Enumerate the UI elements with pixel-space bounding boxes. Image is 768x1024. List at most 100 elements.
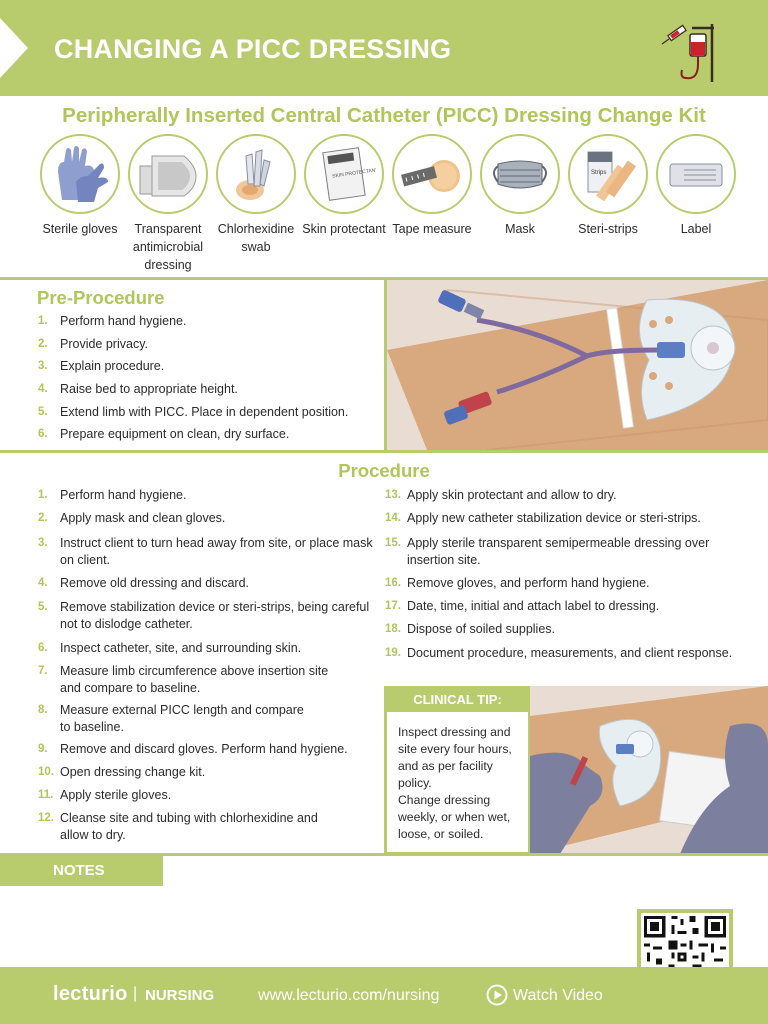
pre-procedure-title: Pre-Procedure bbox=[37, 287, 165, 308]
picc-catheter-icon bbox=[387, 280, 768, 450]
step-number: 1. bbox=[38, 315, 48, 327]
page-title: CHANGING A PICC DRESSING bbox=[54, 34, 452, 64]
list-item: 15.Apply sterile transparent semipermeab… bbox=[385, 535, 717, 569]
list-item: 16. Remove gloves, and perform hand hygie… bbox=[385, 575, 735, 592]
gloved-hands-icon bbox=[530, 686, 768, 854]
list-item: 5.Remove stabilization device or steri-s… bbox=[38, 599, 374, 633]
step-number: 4. bbox=[38, 577, 48, 589]
swab-icon bbox=[236, 149, 271, 200]
step-text: Open dressing change kit. bbox=[60, 765, 206, 779]
footer-url-link[interactable]: www.lecturio.com/nursing bbox=[258, 987, 440, 1004]
clinical-tip-text: Inspect dressing and site every four hou… bbox=[398, 724, 523, 843]
step-number: 15. bbox=[385, 537, 401, 549]
step-text: Remove old dressing and discard. bbox=[60, 576, 249, 590]
clinical-tip-text-1: Inspect dressing and site every four hou… bbox=[398, 725, 512, 790]
kit-item-sterile-gloves: Sterile gloves bbox=[36, 134, 124, 238]
list-item: 10.Open dressing change kit. bbox=[38, 764, 374, 781]
step-number: 3. bbox=[38, 360, 48, 373]
column-divider bbox=[384, 686, 387, 854]
list-item: 7. Measure limb circumference above inser… bbox=[38, 663, 330, 697]
step-text: Inspect catheter, site, and surrounding … bbox=[60, 641, 302, 655]
dressing-icon bbox=[139, 155, 197, 197]
step-number: 12. bbox=[38, 812, 54, 824]
list-item: 13. Apply skin protectant and allow to dr… bbox=[385, 487, 735, 504]
list-item: 4. Remove old dressing and discard. bbox=[38, 575, 374, 592]
step-text: Apply sterile gloves. bbox=[60, 788, 172, 802]
pre-procedure-list: 1. Perform hand hygiene. 2. Provide privac… bbox=[38, 313, 383, 449]
list-item: 1.Perform hand hygiene. bbox=[38, 487, 374, 504]
step-text: Perform hand hygiene. bbox=[60, 488, 187, 502]
step-number: 5. bbox=[38, 405, 48, 418]
dressing-change-illustration bbox=[530, 686, 768, 854]
step-number: 7. bbox=[38, 665, 48, 677]
kit-item-skin-protectant: SKIN PROTECTANT Skin protectant bbox=[300, 134, 388, 238]
watch-video-link[interactable]: Watch Video bbox=[513, 987, 603, 1004]
step-number: 2. bbox=[38, 337, 48, 350]
step-text: Apply new catheter stabilization device … bbox=[407, 511, 701, 525]
kit-item-label: Steri-strips bbox=[578, 222, 638, 236]
list-item: 6.Inspect catheter, site, and surroundin… bbox=[38, 640, 374, 657]
kit-item-label: Sterile gloves bbox=[42, 222, 118, 236]
footer-separator: | bbox=[133, 985, 138, 1002]
iv-bag-icon bbox=[661, 24, 714, 82]
step-number: 16. bbox=[385, 577, 401, 589]
picc-line-illustration bbox=[387, 280, 768, 450]
list-item: 14. Apply new catheter stabilization devi… bbox=[385, 510, 735, 527]
list-item: 19. Document procedure, measurements, and… bbox=[385, 645, 747, 662]
step-number: 13. bbox=[385, 489, 401, 501]
strips-box-text: Strips bbox=[591, 170, 606, 176]
steri-strips-icon: Strips bbox=[587, 151, 636, 202]
list-item: 4.Raise bed to appropriate height. bbox=[38, 381, 383, 404]
skin-protectant-icon: SKIN PROTECTANT bbox=[322, 147, 376, 201]
step-text: Perform hand hygiene. bbox=[60, 314, 187, 328]
clinical-tip-text-2: Change dressing weekly, or when wet, loo… bbox=[398, 793, 511, 841]
kit-item-transparent-dressing: Transparent antimicrobial dressing bbox=[124, 134, 212, 274]
kit-title: Peripherally Inserted Central Catheter (… bbox=[62, 104, 706, 127]
list-item: 6.Prepare equipment on clean, dry surfac… bbox=[38, 426, 383, 449]
step-text: Document procedure, measurements, and cl… bbox=[407, 646, 733, 660]
gloves-icon bbox=[58, 146, 108, 202]
step-text: Measure limb circumference above inserti… bbox=[60, 664, 329, 695]
kit-item-chlorhexidine-swab: Chlorhexidine swab bbox=[212, 134, 300, 256]
list-item: 11. Apply sterile gloves. bbox=[38, 787, 374, 804]
lecturio-logo[interactable]: lecturio bbox=[53, 983, 128, 1005]
list-item: 9.Remove and discard gloves. Perform han… bbox=[38, 741, 374, 758]
kit-item-label: Chlorhexidine swab bbox=[217, 222, 295, 254]
section-divider bbox=[0, 853, 768, 856]
list-item: 5. Extend limb with PICC. Place in depend… bbox=[38, 404, 383, 427]
step-text: Apply mask and clean gloves. bbox=[60, 511, 226, 525]
list-item: 8.Measure external PICC length and compa… bbox=[38, 702, 310, 736]
list-item: 3. Explain procedure. bbox=[38, 358, 383, 381]
step-number: 19. bbox=[385, 647, 401, 659]
step-text: Provide privacy. bbox=[60, 336, 148, 351]
list-item: 18.Dispose of soiled supplies. bbox=[385, 621, 735, 638]
step-text: Date, time, initial and attach label to … bbox=[407, 599, 660, 613]
play-icon[interactable] bbox=[486, 984, 508, 1006]
step-text: Instruct client to turn head away from s… bbox=[60, 536, 373, 567]
step-number: 18. bbox=[385, 623, 401, 635]
footer-section-label: NURSING bbox=[145, 987, 215, 1004]
list-item: 3.Instruct client to turn head away from… bbox=[38, 535, 374, 569]
kit-item-label: Skin protectant bbox=[302, 222, 386, 236]
step-number: 17. bbox=[385, 600, 401, 612]
kit-items: Sterile gloves Transparent antimicrobial… bbox=[36, 134, 736, 274]
notes-heading: NOTES bbox=[0, 856, 163, 886]
footer-bar: lecturio | NURSING www.lecturio.com/nurs… bbox=[0, 967, 768, 1024]
list-item: 12.Cleanse site and tubing with chlorhex… bbox=[38, 810, 320, 844]
chevron-right-icon bbox=[0, 18, 28, 78]
step-text: Apply skin protectant and allow to dry. bbox=[407, 488, 617, 502]
list-item: 17. Date, time, initial and attach label … bbox=[385, 598, 735, 615]
kit-item-label-sticker: Label bbox=[652, 134, 740, 238]
kit-item-tape-measure: Tape measure bbox=[388, 134, 476, 238]
step-text: Remove gloves, and perform hand hygiene. bbox=[407, 576, 650, 590]
label-icon bbox=[669, 163, 723, 187]
step-text: Explain procedure. bbox=[60, 359, 165, 374]
step-number: 14. bbox=[385, 512, 401, 524]
step-text: Extend limb with PICC. Place in dependen… bbox=[60, 404, 349, 419]
step-text: Raise bed to appropriate height. bbox=[60, 382, 238, 397]
step-number: 11. bbox=[38, 789, 54, 801]
step-number: 5. bbox=[38, 601, 48, 613]
section-divider bbox=[0, 450, 768, 453]
procedure-title: Procedure bbox=[338, 460, 430, 481]
list-item: 2.Apply mask and clean gloves. bbox=[38, 510, 374, 527]
